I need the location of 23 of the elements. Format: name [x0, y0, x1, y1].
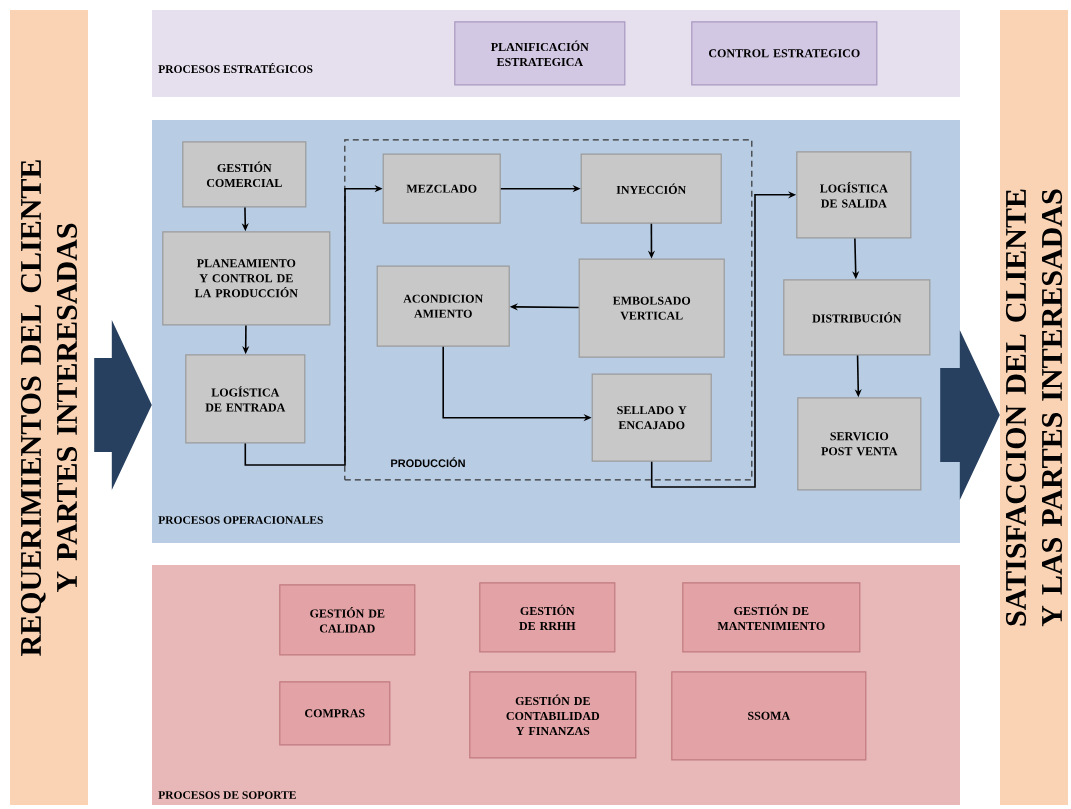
process-box: SERVICIO POST VENTA: [797, 397, 922, 491]
process-box: GESTIÓN DE CONTABILIDAD Y FINANZAS: [469, 671, 637, 759]
process-box: GESTIÓN DE RRHH: [479, 582, 616, 653]
process-box: GESTIÓN DE MANTENIMIENTO: [682, 582, 861, 653]
process-box: LOGÍSTICA DE ENTRADA: [185, 354, 306, 444]
process-box: SELLADO Y ENCAJADO: [591, 373, 712, 462]
process-box: EMBOLSADO VERTICAL: [578, 258, 725, 358]
process-box: GESTIÓN COMERCIAL: [182, 141, 307, 208]
block-arrow: [94, 320, 152, 490]
process-box: GESTIÓN DE CALIDAD: [279, 584, 416, 656]
block-arrow: [940, 330, 1000, 500]
process-box: PLANIFICACIÓN ESTRATEGICA: [454, 21, 626, 86]
process-box: INYECCIÓN: [580, 153, 722, 224]
process-box: DISTRIBUCIÓN: [783, 279, 931, 356]
process-box: ACONDICION AMIENTO: [376, 265, 510, 347]
process-box: PLANEAMIENTO Y CONTROL DE LA PRODUCCIÓN: [162, 231, 331, 326]
process-box: COMPRAS: [279, 681, 391, 746]
process-box: MEZCLADO: [382, 153, 501, 224]
side-band: REQUERIMIENTOS DEL CLIENTE Y PARTES INTERESADAS: [10, 10, 88, 805]
process-box: CONTROL ESTRATEGICO: [691, 21, 878, 86]
process-box: LOGÍSTICA DE SALIDA: [796, 151, 912, 239]
process-box: SSOMA: [671, 671, 867, 761]
side-band: SATISFACCION DEL CLIENTE Y LAS PARTES INTERESADAS: [1000, 10, 1068, 805]
